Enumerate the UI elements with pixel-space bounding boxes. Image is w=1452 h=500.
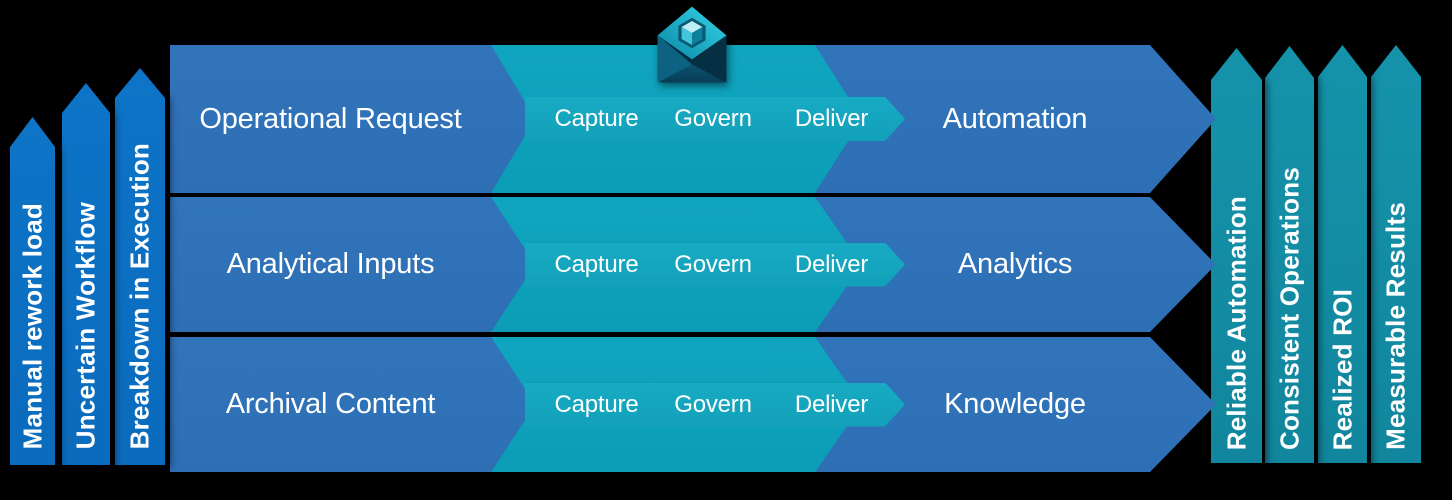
row-output-label: Analytics [957,248,1073,280]
outcome-arrow-label: Realized ROI [1327,288,1357,450]
stage-govern: Govern [648,97,778,141]
envelope-cube-logo [657,6,727,83]
stage-govern: Govern [648,383,778,427]
up-arrow-shape [10,117,55,465]
up-arrow-shape [115,68,165,465]
outcome-arrow-measurable-results: Measurable Results [1371,45,1421,463]
outcome-arrow-realized-roi: Realized ROI [1318,45,1367,463]
stage-deliver: Deliver [758,243,905,287]
stage-deliver: Deliver [758,97,905,141]
stage-capture: Capture [525,383,668,427]
process-row-analytical: Analytical Inputs Capture Govern Deliver… [170,197,1216,332]
row-input-label: Operational Request [199,102,462,135]
stage-strip: Capture Govern Deliver [525,383,905,427]
stage-strip: Capture Govern Deliver [525,243,905,287]
pain-arrow-manual-rework: Manual rework load [10,117,55,465]
row-input-segment [170,197,535,332]
process-row-archival: Archival Content Capture Govern Deliver … [170,337,1216,472]
row-input-label: Archival Content [225,388,436,420]
stage-capture: Capture [525,243,668,287]
stage-capture: Capture [525,97,668,141]
outcome-arrow-label: Measurable Results [1380,202,1411,450]
outcome-arrow-label: Reliable Automation [1221,195,1251,450]
stage-govern: Govern [648,243,778,287]
up-arrow-shape [1318,45,1367,463]
pain-arrow-label: Manual rework load [17,202,47,449]
pain-arrow-label: Breakdown in Execution [124,142,155,449]
stage-strip: Capture Govern Deliver [525,97,905,141]
row-output-label: Automation [942,102,1088,135]
pain-arrow-label: Uncertain Workflow [70,201,101,449]
row-output-label: Knowledge [944,388,1086,420]
row-input-segment [170,45,535,193]
up-arrow-shape [1265,46,1314,463]
stage-deliver: Deliver [758,383,905,427]
pain-arrow-breakdown-execution: Breakdown in Execution [115,68,165,465]
up-arrow-shape [1211,48,1262,463]
row-input-segment [170,337,535,472]
pain-arrow-uncertain-workflow: Uncertain Workflow [62,83,110,465]
outcome-arrow-consistent-operations: Consistent Operations [1265,46,1314,463]
outcome-arrow-label: Consistent Operations [1274,166,1304,450]
row-input-label: Analytical Inputs [226,248,435,280]
up-arrow-shape [62,83,110,465]
outcome-arrow-reliable-automation: Reliable Automation [1211,48,1262,463]
up-arrow-shape [1371,45,1421,463]
